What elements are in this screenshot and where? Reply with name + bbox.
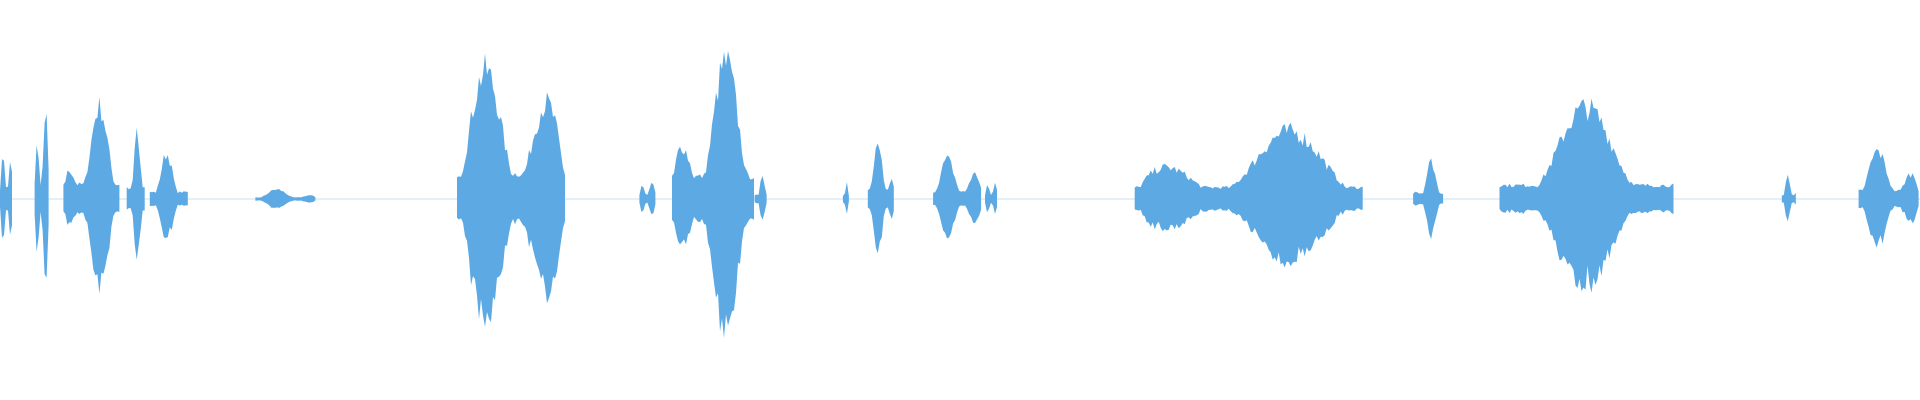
waveform-burst	[754, 176, 767, 220]
waveform-burst	[1499, 98, 1674, 293]
waveform-burst	[255, 189, 316, 208]
waveform-burst	[933, 155, 982, 239]
waveform-burst	[457, 53, 565, 327]
waveform-burst	[149, 155, 188, 238]
waveform-burst	[672, 51, 754, 339]
waveform-burst	[1858, 149, 1919, 248]
waveform-burst	[0, 159, 12, 238]
waveform-burst	[34, 114, 49, 278]
waveform-burst	[126, 127, 145, 260]
waveform-burst	[1781, 174, 1796, 222]
waveform-burst	[1413, 158, 1444, 240]
waveform-bursts	[0, 51, 1919, 339]
waveform-burst	[639, 182, 656, 215]
waveform-burst	[1134, 122, 1363, 268]
waveform-burst	[867, 143, 894, 254]
waveform-burst	[842, 182, 849, 214]
waveform-burst	[985, 182, 997, 214]
waveform-burst	[63, 96, 120, 294]
